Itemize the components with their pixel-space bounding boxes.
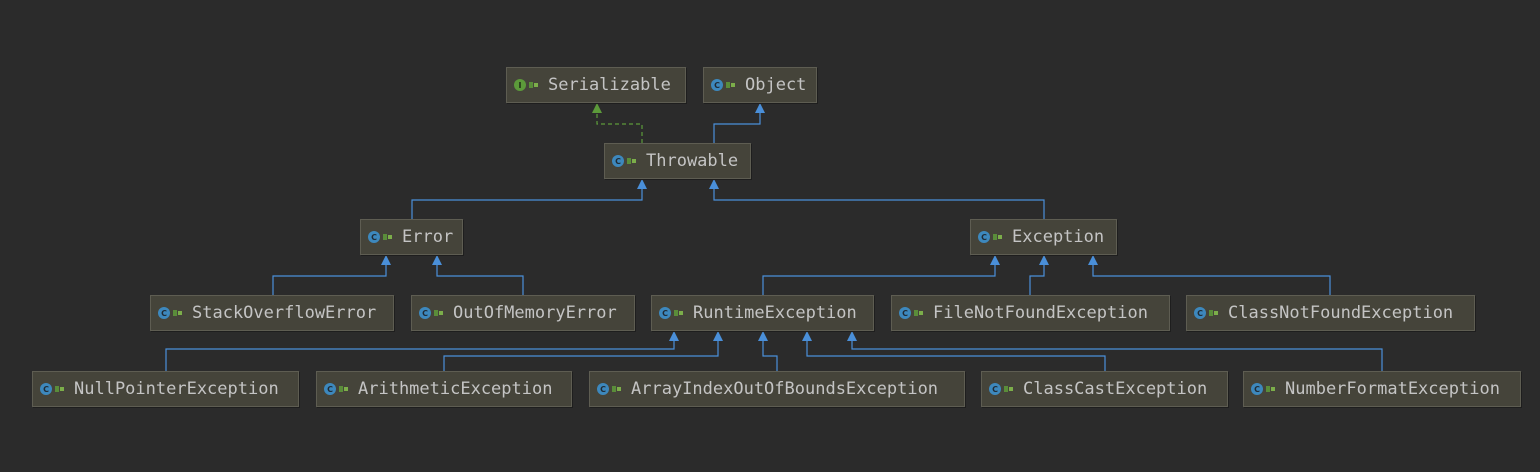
class-icon: C bbox=[711, 79, 723, 91]
class-icon: C bbox=[978, 231, 990, 243]
arrowhead bbox=[990, 255, 1000, 265]
edge-extends-filenotfoundexception-to-exception bbox=[1029, 255, 1049, 295]
edge-implements-throwable-to-serializable bbox=[592, 103, 643, 143]
edge-extends-error-to-throwable bbox=[411, 179, 647, 219]
public-visibility-icon bbox=[1209, 308, 1219, 318]
class-icon: C bbox=[989, 383, 1001, 395]
edge-extends-numberformatexception-to-runtimeexception bbox=[847, 331, 1383, 371]
edge-extends-stackoverflowerror-to-error bbox=[272, 255, 391, 295]
class-node-stackoverflowerror[interactable]: C StackOverflowError bbox=[150, 295, 394, 331]
class-node-arithmeticexception[interactable]: C ArithmeticException bbox=[316, 371, 572, 407]
edge-extends-classnotfoundexception-to-exception bbox=[1088, 255, 1331, 295]
edge-extends-runtimeexception-to-exception bbox=[762, 255, 1000, 295]
class-icon: C bbox=[597, 383, 609, 395]
edge-extends-classcastexception-to-runtimeexception bbox=[802, 331, 1106, 371]
class-node-throwable[interactable]: C Throwable bbox=[604, 143, 751, 179]
class-node-runtimeexception[interactable]: C RuntimeException bbox=[651, 295, 874, 331]
class-icon: C bbox=[659, 307, 671, 319]
arrowhead bbox=[381, 255, 391, 265]
class-node-label: ClassNotFoundException bbox=[1228, 303, 1454, 323]
class-node-label: Exception bbox=[1012, 227, 1105, 247]
class-icon: C bbox=[1194, 307, 1206, 319]
public-visibility-icon bbox=[434, 308, 444, 318]
arrowhead bbox=[755, 103, 765, 113]
public-visibility-icon bbox=[173, 308, 183, 318]
class-node-label: Serializable bbox=[548, 75, 671, 95]
arrowhead bbox=[802, 331, 812, 341]
arrowhead bbox=[637, 179, 647, 189]
arrowhead bbox=[432, 255, 442, 265]
edge-extends-nullpointerexception-to-runtimeexception bbox=[165, 331, 679, 371]
edge-extends-exception-to-throwable bbox=[709, 179, 1045, 219]
class-node-exception[interactable]: C Exception bbox=[970, 219, 1117, 255]
class-icon: C bbox=[612, 155, 624, 167]
arrowhead bbox=[592, 103, 602, 113]
class-node-nullpointerexception[interactable]: C NullPointerException bbox=[32, 371, 299, 407]
edge-extends-arithmeticexception-to-runtimeexception bbox=[443, 331, 723, 371]
public-visibility-icon bbox=[339, 384, 349, 394]
public-visibility-icon bbox=[383, 232, 393, 242]
class-node-filenotfoundexception[interactable]: C FileNotFoundException bbox=[891, 295, 1170, 331]
class-icon: C bbox=[419, 307, 431, 319]
arrowhead bbox=[709, 179, 719, 189]
class-node-numberformatexception[interactable]: C NumberFormatException bbox=[1243, 371, 1521, 407]
class-icon: C bbox=[158, 307, 170, 319]
class-node-serializable[interactable]: I Serializable bbox=[506, 67, 686, 103]
public-visibility-icon bbox=[55, 384, 65, 394]
interface-icon: I bbox=[514, 79, 526, 91]
class-node-outofmemoryerror[interactable]: C OutOfMemoryError bbox=[411, 295, 635, 331]
arrowhead bbox=[758, 331, 768, 341]
edge-extends-arrayindexoutofboundsexception-to-runtimeexception bbox=[758, 331, 778, 371]
class-node-label: ClassCastException bbox=[1023, 379, 1208, 399]
arrowhead bbox=[847, 331, 857, 341]
public-visibility-icon bbox=[726, 80, 736, 90]
class-node-label: NullPointerException bbox=[74, 379, 279, 399]
class-node-arrayindexoutofboundsexception[interactable]: C ArrayIndexOutOfBoundsException bbox=[589, 371, 965, 407]
public-visibility-icon bbox=[1004, 384, 1014, 394]
class-node-label: StackOverflowError bbox=[192, 303, 377, 323]
class-icon: C bbox=[324, 383, 336, 395]
class-node-label: Throwable bbox=[646, 151, 739, 171]
arrowhead bbox=[1039, 255, 1049, 265]
public-visibility-icon bbox=[529, 80, 539, 90]
class-node-label: OutOfMemoryError bbox=[453, 303, 617, 323]
class-node-label: Object bbox=[745, 75, 807, 95]
class-icon: C bbox=[899, 307, 911, 319]
class-node-label: NumberFormatException bbox=[1285, 379, 1500, 399]
class-node-label: ArrayIndexOutOfBoundsException bbox=[631, 379, 939, 399]
arrowhead bbox=[1088, 255, 1098, 265]
class-node-label: ArithmeticException bbox=[358, 379, 553, 399]
class-node-label: FileNotFoundException bbox=[933, 303, 1148, 323]
edge-extends-throwable-to-object bbox=[713, 103, 765, 143]
arrowhead bbox=[669, 331, 679, 341]
class-node-label: RuntimeException bbox=[693, 303, 857, 323]
arrowhead bbox=[713, 331, 723, 341]
class-node-error[interactable]: C Error bbox=[360, 219, 463, 255]
class-node-classcastexception[interactable]: C ClassCastException bbox=[981, 371, 1228, 407]
public-visibility-icon bbox=[914, 308, 924, 318]
class-node-label: Error bbox=[402, 227, 454, 247]
public-visibility-icon bbox=[993, 232, 1003, 242]
class-icon: C bbox=[40, 383, 52, 395]
edge-extends-outofmemoryerror-to-error bbox=[432, 255, 524, 295]
public-visibility-icon bbox=[627, 156, 637, 166]
class-node-classnotfoundexception[interactable]: C ClassNotFoundException bbox=[1186, 295, 1475, 331]
public-visibility-icon bbox=[612, 384, 622, 394]
class-icon: C bbox=[368, 231, 380, 243]
class-icon: C bbox=[1251, 383, 1263, 395]
public-visibility-icon bbox=[674, 308, 684, 318]
public-visibility-icon bbox=[1266, 384, 1276, 394]
class-node-object[interactable]: C Object bbox=[703, 67, 817, 103]
